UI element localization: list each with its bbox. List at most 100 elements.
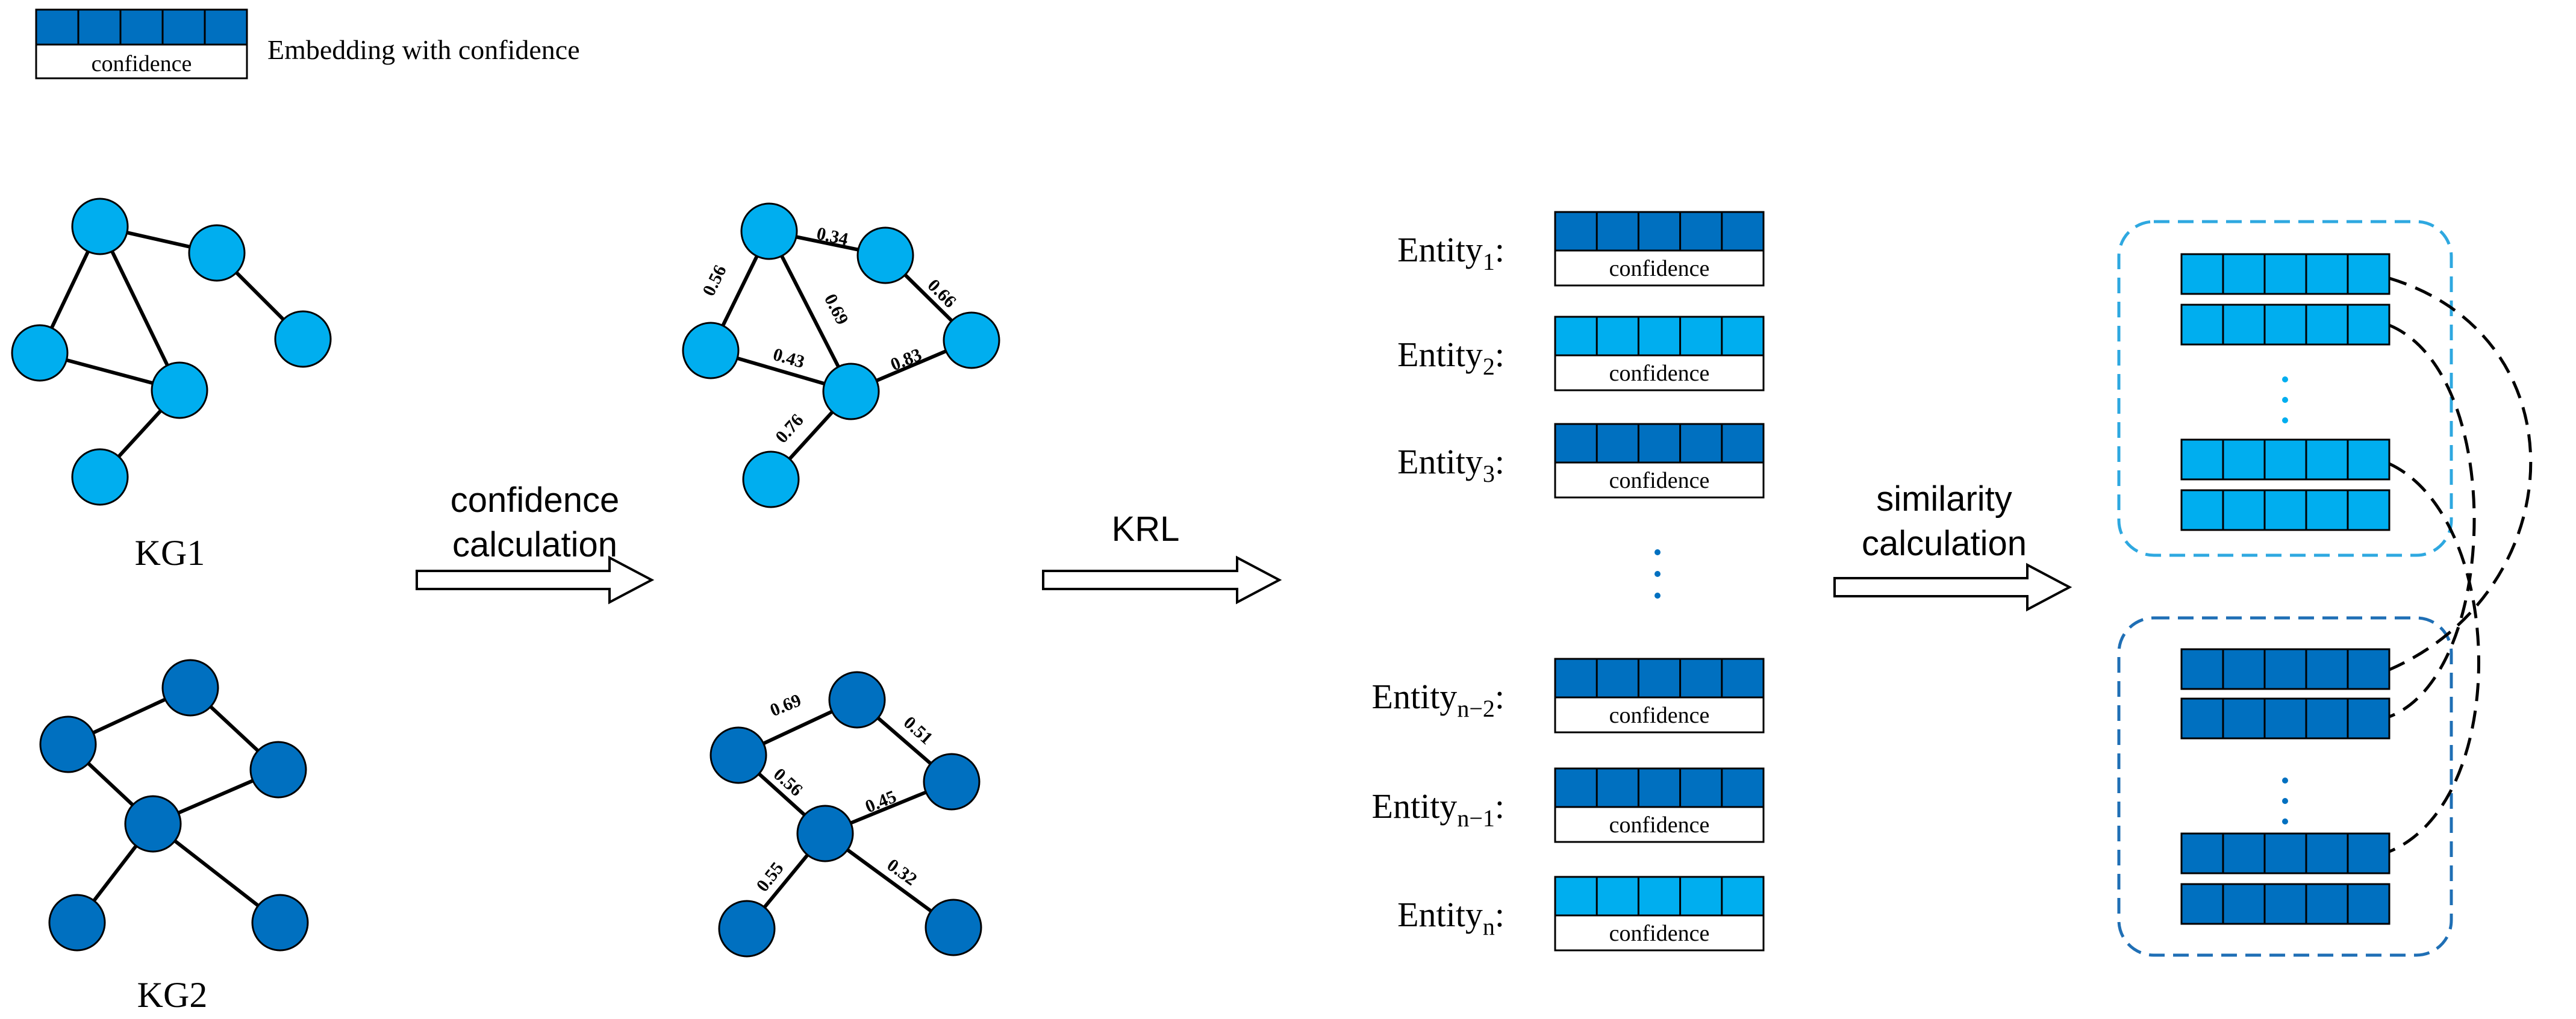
entity-row: Entityn−1: confidence xyxy=(1372,767,1765,843)
embedding-row xyxy=(2180,438,2390,481)
entity-label-base: Entity xyxy=(1397,895,1483,934)
kg1w-edges xyxy=(709,229,973,481)
arrow-confidence-text-2: calculation xyxy=(452,525,617,564)
kg2w-node xyxy=(709,726,767,784)
kg2w-node xyxy=(718,900,776,958)
edge-weight: 0.83 xyxy=(888,344,925,375)
kg2w-node xyxy=(925,899,982,956)
kg1w-node xyxy=(740,202,798,260)
entity-label-sub: n xyxy=(1483,913,1495,940)
entity-label-base: Entity xyxy=(1372,677,1458,716)
kg2-weighted-graph: 0.69 0.51 0.56 0.45 0.55 0.32 xyxy=(709,671,982,958)
embedding-row xyxy=(2180,697,2390,740)
entity-label-sub: 2 xyxy=(1483,353,1495,380)
entity-label-colon: : xyxy=(1495,895,1505,934)
entity-label: Entity3: xyxy=(1397,442,1505,487)
kg2-graph: KG2 xyxy=(39,659,309,1015)
entity-embedding-box: confidence xyxy=(1554,767,1765,843)
entity-label-sub: 3 xyxy=(1483,460,1495,487)
arrow-confidence-shape xyxy=(416,555,655,605)
entity-row: Entity1: confidence xyxy=(1397,211,1765,287)
kg2-nodes xyxy=(39,659,309,952)
legend-confidence-label: confidence xyxy=(92,51,192,76)
kg2-node xyxy=(39,715,97,773)
arrow-confidence-calculation: confidence calculation xyxy=(416,481,655,605)
entity-label-colon: : xyxy=(1495,230,1505,269)
entity-label: Entity2: xyxy=(1397,335,1505,380)
entity-confidence-label: confidence xyxy=(1609,812,1710,838)
entity-label: Entityn−2: xyxy=(1372,677,1505,722)
kg1-node xyxy=(71,448,129,506)
kg2-node xyxy=(251,894,309,952)
entity-label-base: Entity xyxy=(1397,230,1483,269)
entity-label-colon: : xyxy=(1495,677,1505,716)
entity-embedding-box: confidence xyxy=(1554,423,1765,499)
kg1w-node xyxy=(856,226,914,284)
edge-weight: 0.69 xyxy=(820,291,852,328)
entity-label-sub: n−2 xyxy=(1457,695,1495,722)
entity-label-colon: : xyxy=(1495,335,1505,374)
kg2-node xyxy=(124,795,182,853)
entity-label-base: Entity xyxy=(1397,335,1483,374)
kg2w-node xyxy=(923,753,981,811)
kg2w-node xyxy=(796,805,854,862)
kg1-group-ellipsis xyxy=(2282,376,2288,423)
entity-embedding-box: confidence xyxy=(1554,211,1765,287)
entity-confidence-label: confidence xyxy=(1609,468,1710,493)
entity-ellipsis xyxy=(1654,549,1661,599)
entity-embedding-box: confidence xyxy=(1554,658,1765,734)
kg1-graph: KG1 xyxy=(11,198,332,573)
legend-text: Embedding with confidence xyxy=(267,34,580,65)
kg1-node xyxy=(71,198,129,255)
kg2-label: KG2 xyxy=(137,975,208,1015)
embedding-row xyxy=(2180,648,2390,690)
kg1-node xyxy=(11,324,69,382)
entity-confidence-label: confidence xyxy=(1609,921,1710,946)
entity-label-base: Entity xyxy=(1372,787,1458,826)
kg2-node xyxy=(48,894,106,952)
kg1-node xyxy=(151,361,208,419)
legend-embedding-box: confidence xyxy=(35,8,248,79)
entity-label: Entityn−1: xyxy=(1372,787,1505,832)
kg2-group-border xyxy=(2117,616,2453,957)
entity-row: Entityn: confidence xyxy=(1397,876,1765,952)
alignment-link xyxy=(2388,276,2533,672)
entity-confidence-label: confidence xyxy=(1609,256,1710,281)
alignment-link xyxy=(2389,323,2476,718)
kg2w-node xyxy=(828,671,886,729)
kg1w-node xyxy=(682,322,740,379)
alignment-links xyxy=(2388,276,2533,853)
kg1w-node xyxy=(742,450,800,508)
kg1-edges xyxy=(38,225,305,479)
edge-weight: 0.66 xyxy=(923,275,959,311)
entity-label: Entityn: xyxy=(1397,895,1505,940)
edge-weight: 0.56 xyxy=(770,764,806,800)
kg2-node xyxy=(249,741,307,799)
entity-row: Entity2: confidence xyxy=(1397,316,1765,391)
arrow-similarity-text-1: similarity xyxy=(1876,479,2012,519)
entity-row: Entityn−2: confidence xyxy=(1372,658,1765,734)
entity-label-sub: 1 xyxy=(1483,248,1495,275)
kg2-embedding-group xyxy=(2117,616,2453,957)
kg1-group-border xyxy=(2117,220,2453,557)
entity-label-sub: n−1 xyxy=(1457,805,1495,832)
entity-embedding-box: confidence xyxy=(1554,876,1765,952)
alignment-link xyxy=(2388,462,2480,853)
entity-confidence-label: confidence xyxy=(1609,361,1710,386)
arrow-similarity-shape xyxy=(1833,562,2072,612)
kg1-node xyxy=(274,310,332,368)
entity-list: Entity1:confidenceEntity2:confidenceEnti… xyxy=(1372,211,1765,952)
embedding-row xyxy=(2180,489,2390,531)
kg1-label: KG1 xyxy=(135,533,205,573)
edge-weight: 0.56 xyxy=(699,262,731,299)
kg1-nodes xyxy=(11,198,332,506)
entity-row: Entity3: confidence xyxy=(1397,423,1765,499)
entity-label-base: Entity xyxy=(1397,442,1483,481)
kg1-embedding-group xyxy=(2117,220,2453,557)
kg1-node xyxy=(188,224,246,282)
embedding-row xyxy=(2180,832,2390,874)
entity-confidence-label: confidence xyxy=(1609,703,1710,728)
kg1w-node xyxy=(822,363,880,420)
